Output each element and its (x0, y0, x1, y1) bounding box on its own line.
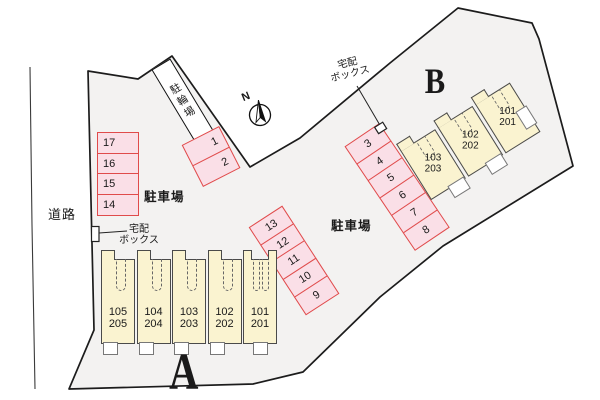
balcony (252, 342, 268, 355)
road-label: 道路 (48, 207, 77, 222)
entry-path (252, 259, 260, 291)
balcony (138, 342, 154, 355)
parking-stall: 17 (97, 132, 139, 154)
entry-path (262, 259, 270, 291)
delivery-box-label-a: 宅配 ボックス (119, 224, 159, 246)
parking-stall: 15 (97, 173, 139, 196)
entry-path (151, 259, 162, 291)
entry-path (116, 259, 127, 291)
parking-area-label-right: 駐車場 (331, 219, 372, 233)
building-a-letter: A (169, 344, 199, 400)
balcony (209, 342, 225, 355)
entry-path (187, 259, 198, 291)
parking-group-left: 17 16 15 14 (97, 132, 139, 217)
parking-stall: 16 (97, 152, 139, 175)
balcony (103, 342, 118, 355)
balcony (174, 342, 189, 355)
parking-area-label-left: 駐車場 (144, 190, 185, 204)
building-b-letter: B (424, 61, 446, 101)
entry-path (222, 259, 233, 291)
parking-stall: 14 (97, 194, 139, 217)
road-line (29, 66, 36, 390)
